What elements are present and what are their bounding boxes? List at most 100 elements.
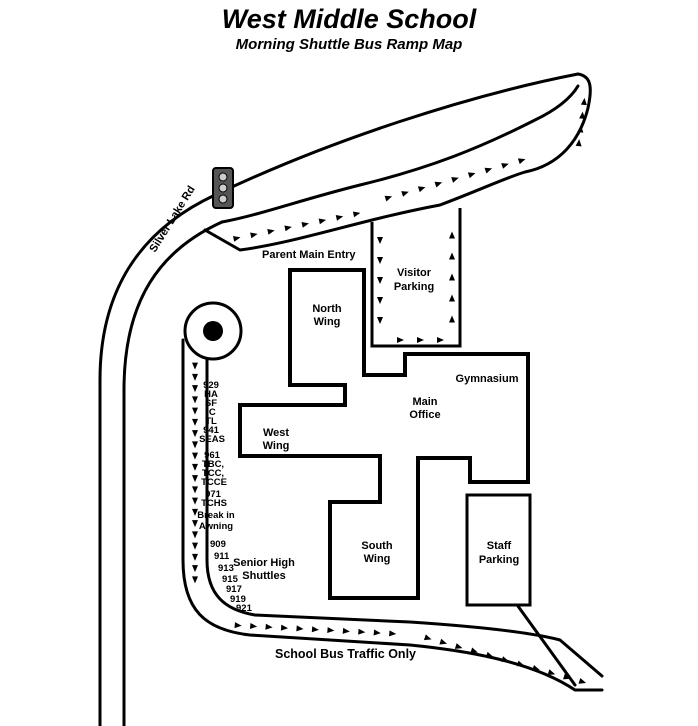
direction-arrow-icon bbox=[451, 177, 459, 183]
direction-arrow-icon bbox=[335, 214, 344, 221]
stop-911: 911 bbox=[214, 551, 230, 562]
direction-arrow-icon bbox=[234, 622, 242, 629]
stop-915: 915 bbox=[222, 574, 239, 585]
direction-arrow-icon bbox=[578, 678, 587, 684]
direction-arrow-icon bbox=[501, 656, 509, 662]
stop-tl: TL bbox=[205, 416, 217, 427]
main-building-outline bbox=[238, 268, 530, 600]
direction-arrow-icon bbox=[417, 186, 426, 193]
direction-arrow-icon bbox=[192, 430, 198, 438]
direction-arrow-icon bbox=[249, 622, 258, 629]
direction-arrow-icon bbox=[516, 660, 525, 667]
direction-arrow-icon bbox=[577, 125, 584, 133]
direction-arrow-icon bbox=[467, 172, 476, 179]
direction-arrow-icon bbox=[192, 407, 198, 415]
direction-arrow-icon bbox=[358, 628, 366, 635]
direction-arrow-icon bbox=[311, 626, 319, 633]
direction-arrow-icon bbox=[342, 627, 350, 634]
direction-arrow-icon bbox=[547, 669, 556, 676]
direction-arrow-icon bbox=[192, 576, 198, 584]
direction-arrow-icon bbox=[265, 623, 273, 630]
stop-tcce: TCCE bbox=[201, 477, 227, 488]
direction-arrow-icon bbox=[389, 630, 397, 637]
map-subtitle: Morning Shuttle Bus Ramp Map bbox=[235, 36, 463, 53]
map-title: West Middle School bbox=[221, 4, 477, 34]
visitor-parking-label: Visitor bbox=[397, 267, 432, 279]
senior-high-shuttles-label-2: Shuttles bbox=[242, 570, 285, 582]
break-in-awning-label: Break in bbox=[197, 510, 235, 521]
direction-arrow-icon bbox=[192, 373, 198, 381]
bus-stop-labels: 929 HA SF IC TL 941 SEAS 961 TBC, TCC, T… bbox=[197, 380, 295, 614]
direction-arrow-icon bbox=[397, 337, 404, 343]
direction-arrow-icon bbox=[449, 231, 455, 239]
stop-961: 961 bbox=[204, 450, 221, 461]
direction-arrow-icon bbox=[192, 396, 198, 404]
direction-arrow-icon bbox=[301, 221, 309, 228]
direction-arrow-icon bbox=[532, 664, 540, 671]
direction-arrows bbox=[192, 97, 587, 684]
direction-arrow-icon bbox=[449, 294, 455, 302]
direction-arrow-icon bbox=[280, 624, 289, 631]
direction-arrow-icon bbox=[192, 508, 198, 516]
direction-arrow-icon bbox=[575, 139, 582, 147]
direction-arrow-icon bbox=[192, 385, 198, 393]
turnaround-circle-icon bbox=[183, 301, 243, 361]
gymnasium-label: Gymnasium bbox=[456, 373, 519, 385]
direction-arrow-icon bbox=[434, 181, 443, 188]
direction-arrow-icon bbox=[579, 111, 586, 119]
direction-arrow-icon bbox=[449, 252, 455, 260]
staff-parking-label-2: Parking bbox=[479, 554, 519, 566]
south-wing-label-2: Wing bbox=[364, 553, 391, 565]
direction-arrow-icon bbox=[377, 257, 383, 264]
direction-arrow-icon bbox=[192, 452, 198, 460]
stop-919: 919 bbox=[230, 594, 246, 605]
direction-arrow-icon bbox=[192, 553, 198, 561]
direction-arrow-icon bbox=[192, 463, 198, 471]
stop-seas: SEAS bbox=[199, 434, 225, 445]
direction-arrow-icon bbox=[284, 225, 292, 232]
direction-arrow-icon bbox=[484, 167, 493, 174]
direction-arrow-icon bbox=[192, 418, 198, 426]
stop-941: 941 bbox=[203, 425, 220, 436]
stop-ha: HA bbox=[204, 389, 218, 400]
school-bus-traffic-label: School Bus Traffic Only bbox=[275, 647, 416, 661]
stop-921: 921 bbox=[236, 603, 253, 614]
direction-arrow-icon bbox=[439, 638, 447, 645]
direction-arrow-icon bbox=[417, 337, 424, 343]
direction-arrow-icon bbox=[192, 531, 198, 539]
direction-arrow-icon bbox=[327, 627, 335, 634]
direction-arrow-icon bbox=[192, 520, 198, 528]
direction-arrow-icon bbox=[470, 647, 478, 654]
direction-arrow-icon bbox=[501, 163, 509, 169]
stop-909: 909 bbox=[210, 539, 226, 550]
north-wing-label-2: Wing bbox=[314, 316, 341, 328]
stop-971: 971 bbox=[205, 489, 222, 500]
direction-arrow-icon bbox=[373, 629, 381, 636]
direction-arrow-icon bbox=[384, 195, 393, 202]
direction-arrow-icon bbox=[485, 651, 494, 658]
direction-arrow-icon bbox=[192, 486, 198, 494]
parent-main-entry-label: Parent Main Entry bbox=[262, 249, 356, 261]
direction-arrow-icon bbox=[267, 228, 275, 235]
main-office-label: Main bbox=[412, 396, 437, 408]
visitor-parking-label-2: Parking bbox=[394, 281, 434, 293]
direction-arrow-icon bbox=[352, 211, 361, 218]
direction-arrow-icon bbox=[296, 625, 304, 632]
direction-arrow-icon bbox=[563, 673, 571, 680]
direction-arrow-icon bbox=[449, 273, 455, 281]
stop-929: 929 bbox=[203, 380, 219, 391]
parent-entry-driveway bbox=[203, 72, 592, 252]
break-in-awning-label-2: Awning bbox=[199, 521, 233, 532]
south-wing-label: South bbox=[361, 540, 392, 552]
direction-arrow-icon bbox=[377, 317, 383, 324]
direction-arrow-icon bbox=[401, 191, 409, 197]
direction-arrow-icon bbox=[423, 634, 432, 641]
stop-917: 917 bbox=[226, 584, 242, 595]
direction-arrow-icon bbox=[454, 643, 463, 649]
direction-arrow-icon bbox=[377, 297, 383, 304]
direction-arrow-icon bbox=[437, 337, 444, 343]
direction-arrow-icon bbox=[192, 475, 198, 483]
west-wing-label-2: Wing bbox=[263, 440, 290, 452]
stop-tbc: TBC, bbox=[202, 459, 224, 470]
